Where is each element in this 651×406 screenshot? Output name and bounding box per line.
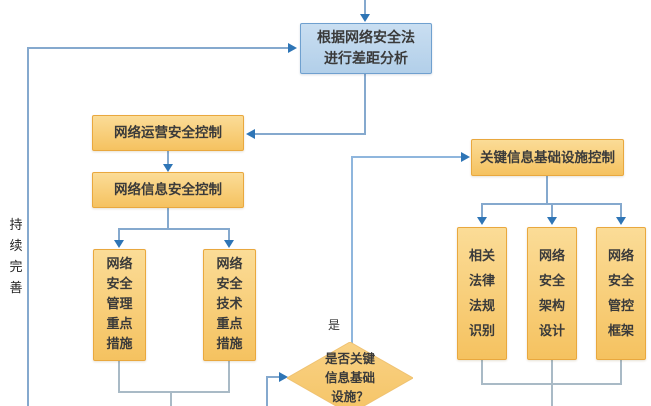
- connector-right-merge-down: [551, 383, 553, 406]
- connector-into-decision-vertical: [266, 376, 268, 406]
- arrowhead-into-operation-control: [246, 129, 255, 139]
- connector-op-to-info: [167, 151, 169, 165]
- connector-feedback-vertical: [27, 47, 29, 406]
- connector-split-to-arch: [551, 203, 553, 217]
- arrowhead-into-mgmt-framework: [616, 217, 626, 225]
- connector-measures-merge: [118, 391, 230, 393]
- node-decision: 是否关键 信息基础 设施？: [324, 351, 375, 404]
- node-gap-analysis: 根据网络安全法 进行差距分析: [300, 23, 432, 74]
- arrowhead-into-mgmt-measures: [114, 240, 124, 248]
- node-tech-measures: 网络 安全 技术 重点 措施: [203, 249, 256, 361]
- arrowhead-into-decision: [279, 372, 288, 382]
- connector-yes-vertical: [351, 157, 353, 343]
- connector-top-entry: [364, 0, 366, 15]
- connector-laws-down: [481, 360, 483, 384]
- connector-mgmt-down: [118, 361, 120, 393]
- connector-gap-left: [255, 133, 366, 135]
- arrowhead-into-cii-control: [461, 152, 470, 162]
- node-operation-control: 网络运营安全控制: [92, 115, 244, 151]
- node-laws-identify: 相关 法律 法规 识别: [457, 227, 507, 360]
- node-info-control: 网络信息安全控制: [92, 172, 244, 208]
- arrowhead-into-tech-measures: [224, 240, 234, 248]
- continuous-improvement-label: 持 续 完 善: [9, 218, 23, 296]
- connector-into-decision-horizontal: [266, 376, 280, 378]
- arrowhead-into-arch-design: [547, 217, 557, 225]
- connector-split-to-framework: [620, 203, 622, 217]
- connector-gap-down: [364, 74, 366, 135]
- connector-tech-down: [228, 361, 230, 393]
- connector-measures-merge-down: [170, 391, 172, 406]
- yes-branch-label: 是: [327, 318, 340, 332]
- connector-split-left-horizontal: [119, 228, 229, 230]
- arrowhead-into-gap-analysis-top: [360, 14, 370, 22]
- node-cii-control: 关键信息基础设施控制: [471, 139, 624, 176]
- node-mgmt-framework: 网络 安全 管控 框架: [596, 227, 646, 360]
- connector-feedback-horizontal: [27, 47, 288, 49]
- connector-framework-down: [620, 360, 622, 384]
- arrowhead-into-info-control: [163, 164, 173, 172]
- connector-cii-down: [546, 176, 548, 204]
- connector-arch-down: [551, 360, 553, 384]
- connector-split-to-mgmt: [118, 228, 120, 240]
- connector-split-to-laws: [481, 203, 483, 217]
- arrowhead-into-gap-analysis-left: [288, 43, 297, 53]
- connector-yes-horizontal: [351, 156, 461, 158]
- node-arch-design: 网络 安全 架构 设计: [527, 227, 577, 360]
- arrowhead-into-laws-identify: [477, 217, 487, 225]
- node-mgmt-measures: 网络 安全 管理 重点 措施: [93, 249, 146, 361]
- decision-diamond-shape: [287, 342, 413, 406]
- connector-info-down: [167, 208, 169, 228]
- connector-split-to-tech: [228, 228, 230, 240]
